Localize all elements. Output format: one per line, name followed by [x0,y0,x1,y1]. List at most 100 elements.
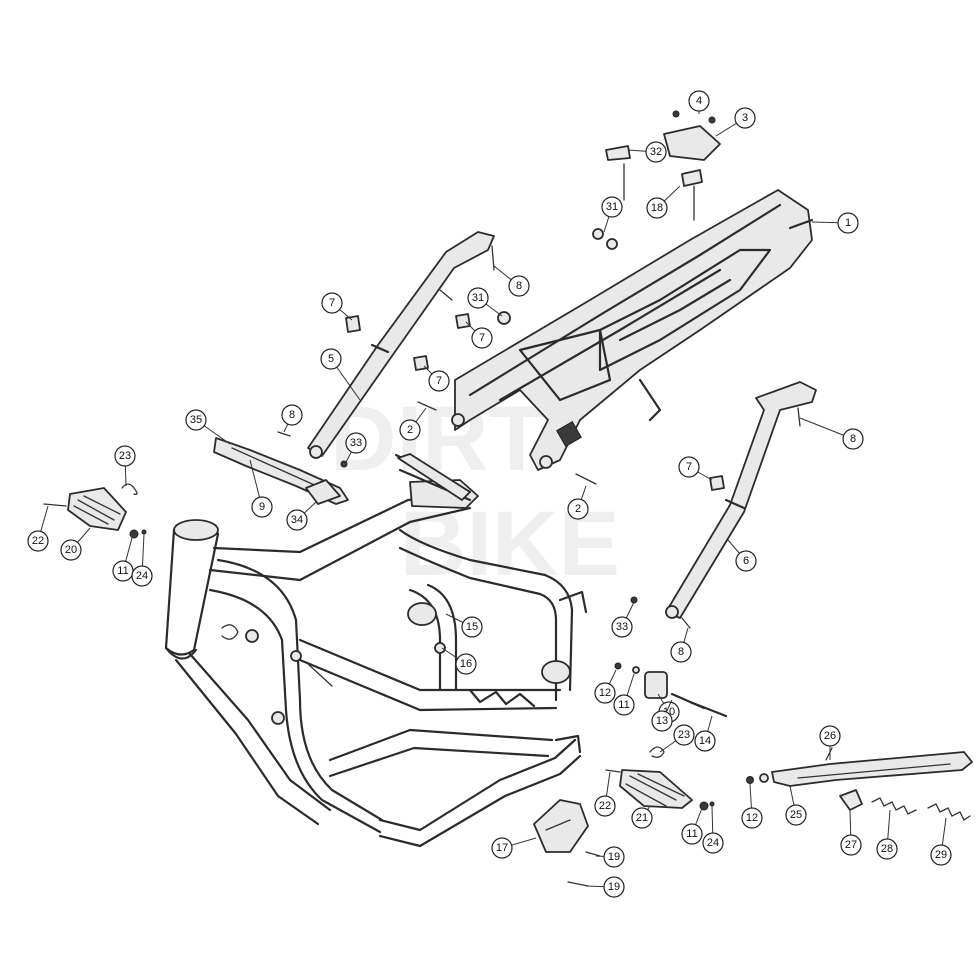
callout-number: 11 [618,699,629,711]
callout-number: 9 [259,501,265,513]
callout-number: 23 [678,729,690,741]
callout-number: 34 [291,514,303,526]
callout-number: 8 [289,409,295,421]
sidestand-mount [614,662,728,718]
callout-circle [428,370,450,392]
callout-circle [603,876,625,898]
callout-8: 8 [281,404,303,426]
callout-24: 24 [702,832,724,854]
callout-7: 7 [471,327,493,349]
callout-33: 33 [345,432,367,454]
callout-number: 7 [329,297,335,309]
callout-7: 7 [678,456,700,478]
callout-circle [735,550,757,572]
callout-circle [594,682,616,704]
callout-26: 26 [819,725,841,747]
seat-bracket [605,110,721,221]
callout-20: 20 [60,539,82,561]
callout-number: 7 [479,332,485,344]
callout-number: 12 [599,687,611,699]
callout-number: 2 [407,424,413,436]
callout-25: 25 [785,804,807,826]
callout-circle [631,807,653,829]
callout-8: 8 [842,428,864,450]
stand-springs [839,789,971,821]
right-subframe-strut [665,381,817,619]
callout-number: 32 [650,146,662,158]
callout-circle [694,730,716,752]
callout-2: 2 [567,498,589,520]
callout-number: 11 [686,828,697,840]
callout-35: 35 [185,409,207,431]
callout-circle [60,539,82,561]
callout-number: 20 [65,544,77,556]
callout-circle [320,348,342,370]
callout-circle [613,694,635,716]
callout-circle [785,804,807,826]
callout-circle [678,456,700,478]
callout-circle [461,616,483,638]
callout-1: 1 [837,212,859,234]
callout-2: 2 [399,419,421,441]
callout-11: 11 [112,560,134,582]
callout-31: 31 [601,196,623,218]
callout-8: 8 [508,275,530,297]
callout-number: 27 [845,839,857,851]
callout-8: 8 [670,641,692,663]
side-stand [746,747,973,787]
rear-subframe [451,189,814,471]
callout-circle [471,327,493,349]
left-footpeg [67,483,139,539]
callout-18: 18 [646,197,668,219]
callout-5: 5 [320,348,342,370]
callout-27: 27 [840,834,862,856]
left-subframe-strut [307,231,495,459]
callout-number: 29 [935,849,947,861]
callout-circle [131,565,153,587]
callout-22: 22 [27,530,49,552]
callout-12: 12 [594,682,616,704]
callout-circle [251,496,273,518]
callout-33: 33 [611,616,633,638]
callout-circle [114,445,136,467]
callout-circle [399,419,421,441]
callout-number: 3 [742,112,748,124]
callout-circle [611,616,633,638]
callout-number: 21 [636,812,648,824]
callout-circle [741,807,763,829]
callout-circle [670,641,692,663]
callout-29: 29 [930,844,952,866]
callout-11: 11 [613,694,635,716]
callout-circle [930,844,952,866]
callout-number: 5 [328,353,334,365]
callout-number: 24 [707,837,719,849]
callout-number: 33 [350,437,362,449]
callout-16: 16 [455,653,477,675]
callout-3: 3 [734,107,756,129]
main-frame [164,453,588,848]
callout-circle [27,530,49,552]
callout-number: 28 [881,843,893,855]
callout-number: 15 [466,621,478,633]
callout-13: 13 [651,710,673,732]
callout-32: 32 [645,141,667,163]
callout-circle [645,141,667,163]
callout-number: 24 [136,570,148,582]
callout-circle [651,710,673,732]
callout-number: 22 [599,800,611,812]
callout-23: 23 [673,724,695,746]
callout-circle [491,837,513,859]
callout-number: 19 [608,851,620,863]
callout-number: 1 [845,217,851,229]
callout-7: 7 [428,370,450,392]
callout-circle [603,846,625,868]
callout-circle [567,498,589,520]
callout-circle [455,653,477,675]
callout-number: 6 [743,555,749,567]
callout-number: 18 [651,202,663,214]
callout-circle [673,724,695,746]
callout-circle [702,832,724,854]
callout-28: 28 [876,838,898,860]
callout-number: 31 [472,292,484,304]
